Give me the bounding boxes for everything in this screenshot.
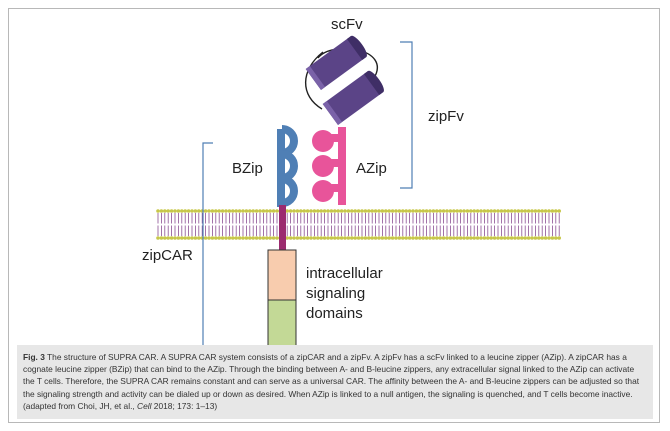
figure-frame [8, 8, 660, 423]
zipcar-bracket [202, 142, 213, 345]
intracellular-label: intracellular [306, 265, 383, 282]
cell-membrane [156, 209, 561, 240]
journal-name: Cell [137, 400, 152, 411]
bzip-label: BZip [232, 160, 263, 177]
bzip-leucine-zipper [277, 125, 298, 207]
zipfv-bracket [400, 41, 413, 189]
signaling-domain-bottom [267, 299, 297, 345]
figure-caption: Fig. 3 The structure of SUPRA CAR. A SUP… [17, 345, 653, 419]
figure-number: Fig. 3 [23, 352, 45, 362]
caption-text: Fig. 3 The structure of SUPRA CAR. A SUP… [23, 351, 647, 412]
zipcar-label: zipCAR [142, 247, 193, 264]
scfv-domain [305, 35, 384, 125]
azip-label: AZip [356, 160, 387, 177]
zipfv-label: zipFv [428, 108, 464, 125]
caption-citation: 2018; 173: 1–13) [151, 400, 218, 411]
transmembrane-stalk [279, 205, 286, 253]
scfv-label: scFv [331, 16, 363, 33]
caption-body: The structure of SUPRA CAR. A SUPRA CAR … [23, 352, 640, 411]
signaling-domain-top [267, 249, 297, 301]
supra-car-diagram [156, 35, 561, 345]
signaling-label: signaling [306, 285, 366, 302]
azip-leucine-zipper [312, 127, 346, 205]
domains-label: domains [306, 305, 363, 322]
